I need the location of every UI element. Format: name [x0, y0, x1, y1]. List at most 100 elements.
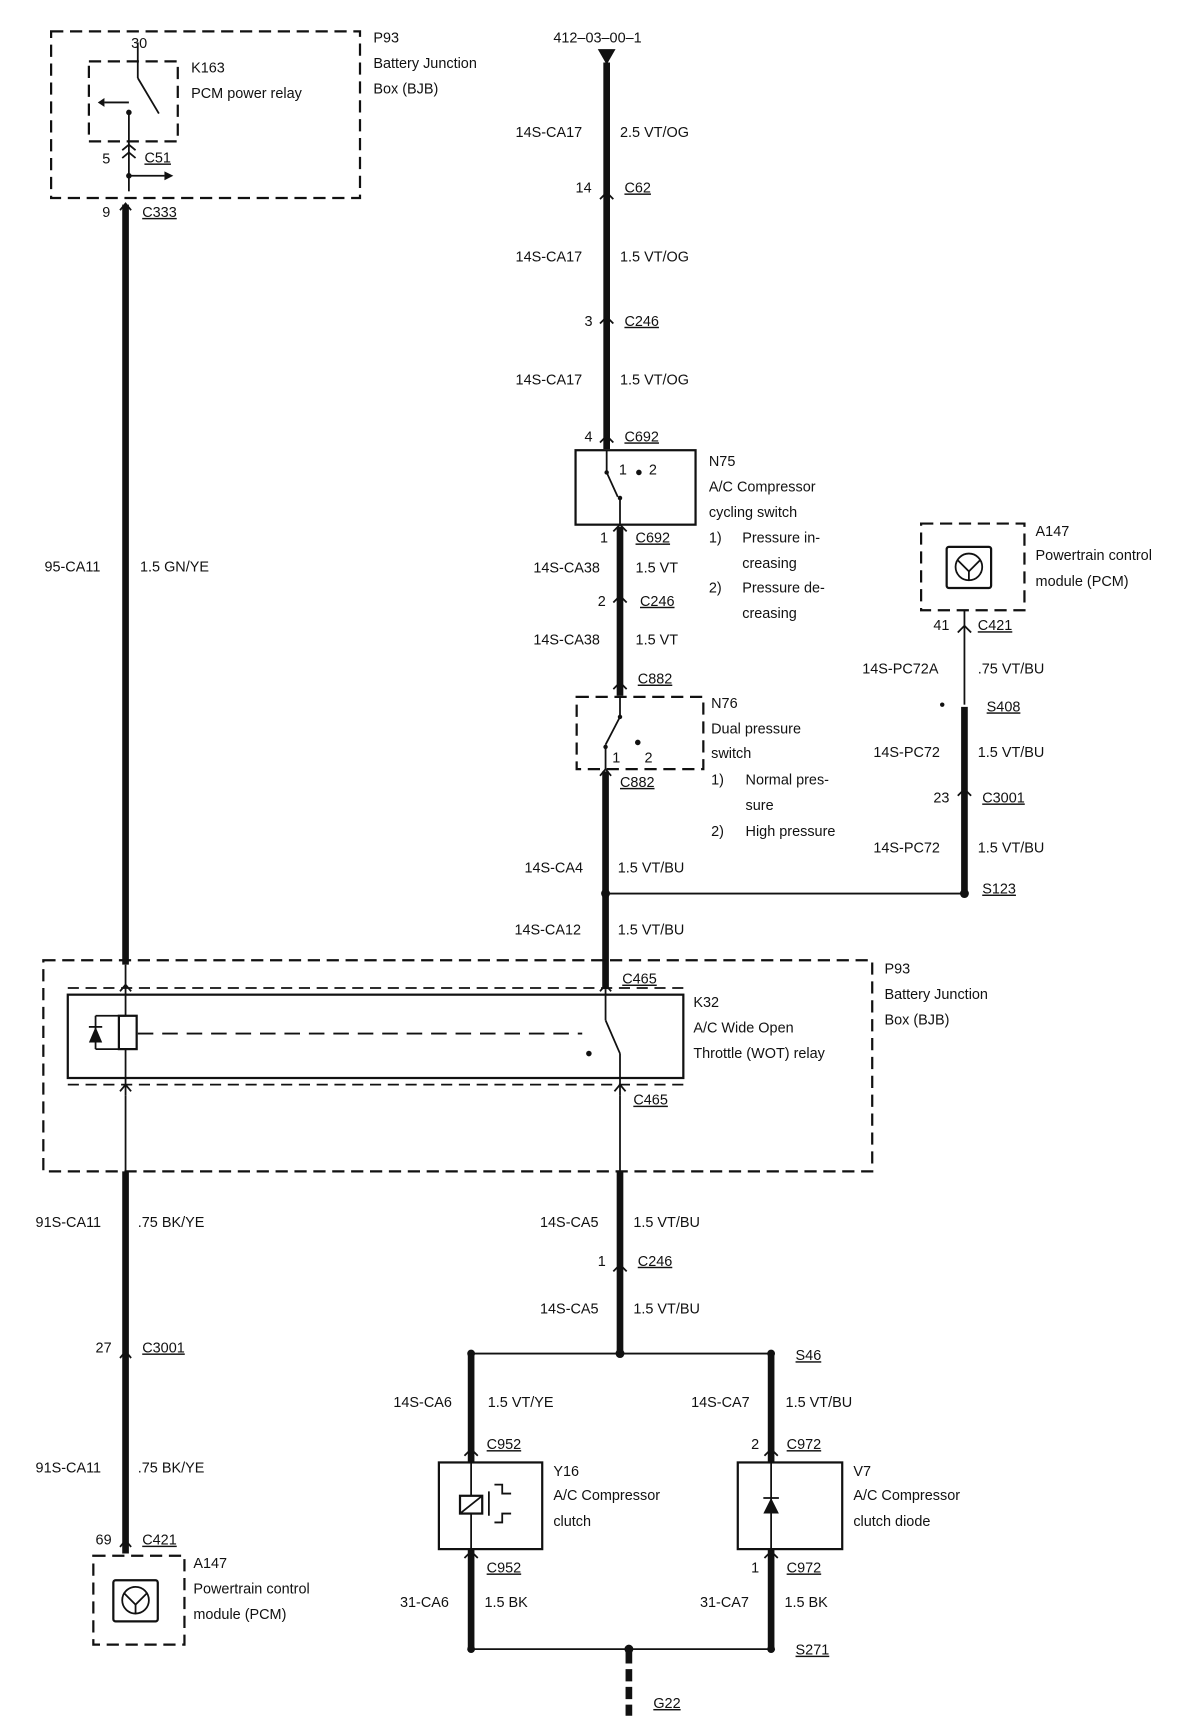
n76-c-out: C882: [620, 775, 655, 791]
n76-switch: C882 1 2 N76 Dual pressure switch 1) Nor…: [575, 672, 835, 840]
c465-bot: C465: [633, 1093, 668, 1109]
pc72a-wire-circuit: 14S-PC72: [873, 745, 940, 761]
left-wire-size: 1.5 GN/YE: [140, 559, 209, 575]
c246b-label: C246: [640, 594, 675, 610]
ca38a-size: 1.5 VT: [636, 560, 679, 576]
c3001r-pin: 23: [933, 790, 949, 806]
c246a-label: C246: [624, 314, 659, 330]
s408-label: S408: [987, 699, 1021, 715]
c62-pin: 14: [576, 180, 592, 196]
pcm-right-conn: C421: [978, 618, 1013, 634]
pc72a-size: .75 VT/BU: [978, 662, 1045, 678]
g22-label: G22: [653, 1696, 680, 1712]
c51-pin: 5: [102, 152, 110, 168]
n75-opt2-b: creasing: [742, 606, 797, 622]
bjb-top-name-2: Box (BJB): [373, 82, 438, 98]
pc72b-circuit: 14S-PC72: [873, 840, 940, 856]
pcm-right-line1: Powertrain control: [1036, 548, 1152, 564]
y16-conn-bot: C952: [487, 1560, 522, 1576]
s123-label: S123: [982, 882, 1016, 898]
n76-c-in: C882: [638, 672, 673, 688]
ca6-top-circuit: 14S-CA6: [393, 1395, 452, 1411]
n75-p2: 2: [649, 463, 657, 479]
pcm-left-line1: Powertrain control: [193, 1582, 309, 1598]
ca5a-size: 1.5 VT/BU: [633, 1215, 700, 1231]
y16-conn-top: C952: [487, 1437, 522, 1453]
v7-id: V7: [853, 1464, 871, 1480]
v7-branch: 14S-CA7 1.5 VT/BU 2 C972 V7 A/C Compress…: [691, 1353, 960, 1650]
ca7-top-circuit: 14S-CA7: [691, 1395, 750, 1411]
ca6-bot-size: 1.5 BK: [484, 1595, 528, 1611]
pcm-right: A147 Powertrain control module (PCM) 41 …: [862, 522, 1152, 898]
n75-id: N75: [709, 454, 735, 470]
s46-label: S46: [796, 1348, 822, 1364]
seg1-circuit: 14S-CA17: [516, 125, 583, 141]
c246a-pin: 3: [584, 314, 592, 330]
pcm-left-pin: 69: [96, 1533, 112, 1549]
ca4-size: 1.5 VT/BU: [618, 860, 685, 876]
bjb-top-name-1: Battery Junction: [373, 56, 477, 72]
c51-label: C51: [144, 150, 171, 166]
n76-k32-wire: C882 14S-CA4 1.5 VT/BU 14S-CA12 1.5 VT/B…: [514, 767, 965, 990]
pc72b-size: 1.5 VT/BU: [978, 840, 1045, 856]
n76-opt1-num: 1): [711, 773, 724, 789]
c246b-pin: 2: [598, 594, 606, 610]
seg2-size: 1.5 VT/OG: [620, 249, 689, 265]
bjb-top-pin-30: 30: [131, 36, 147, 52]
ca6-top-size: 1.5 VT/YE: [488, 1395, 554, 1411]
pcm-left-line2: module (PCM): [193, 1607, 286, 1623]
bjb-top: 30 K163 PCM power relay P93 Battery Junc…: [50, 30, 477, 221]
pc72a-wire-size: 1.5 VT/BU: [978, 745, 1045, 761]
ca4-circuit: 14S-CA4: [524, 860, 583, 876]
pcm-left: A147 Powertrain control module (PCM): [92, 1554, 310, 1646]
ca38a-circuit: 14S-CA38: [533, 560, 600, 576]
c333-label: C333: [142, 205, 177, 221]
k32-line2: Throttle (WOT) relay: [693, 1046, 825, 1062]
ca12-size: 1.5 VT/BU: [618, 923, 685, 939]
n76-line2: switch: [711, 746, 751, 762]
n75-c-out-pin: 1: [600, 530, 608, 546]
left-wire: 95-CA11 1.5 GN/YE: [44, 202, 209, 965]
n75-c-in-pin: 4: [584, 429, 592, 445]
n75-c-out: C692: [636, 530, 671, 546]
ca11b-size: .75 BK/YE: [138, 1460, 205, 1476]
middle-bottom-wire: 14S-CA5 1.5 VT/BU 1 C246 14S-CA5 1.5 VT/…: [467, 1095, 822, 1364]
ca12-circuit: 14S-CA12: [514, 923, 581, 939]
n76-opt2-num: 2): [711, 824, 724, 840]
c246c-pin: 1: [598, 1254, 606, 1270]
pcm-left-conn: C421: [142, 1533, 177, 1549]
bjb-bottom-id: P93: [884, 962, 910, 978]
ca11a-circuit: 91S-CA11: [36, 1215, 102, 1231]
k163-id: K163: [191, 60, 225, 76]
n75-p1: 1: [619, 463, 627, 479]
k32-id: K32: [693, 995, 719, 1011]
v7-line1: A/C Compressor: [853, 1488, 960, 1504]
ca11a-size: .75 BK/YE: [138, 1215, 205, 1231]
ca38b-circuit: 14S-CA38: [533, 633, 600, 649]
ground: S271 G22: [467, 1643, 829, 1716]
n75-line2: cycling switch: [709, 505, 797, 521]
n76-p2: 2: [644, 750, 652, 766]
seg3-circuit: 14S-CA17: [516, 373, 583, 389]
pc72a-circuit: 14S-PC72A: [862, 662, 939, 678]
ca5a-circuit: 14S-CA5: [540, 1215, 599, 1231]
n75-opt1-num: 1): [709, 530, 722, 546]
c246c-label: C246: [638, 1254, 673, 1270]
c333-pin: 9: [102, 205, 110, 221]
n75-opt2-a: Pressure de-: [742, 580, 825, 596]
s271-label: S271: [796, 1643, 830, 1659]
c62-label: C62: [624, 180, 650, 196]
ca6-bot-circuit: 31-CA6: [400, 1595, 449, 1611]
ca38b-size: 1.5 VT: [636, 633, 679, 649]
n76-p1: 1: [612, 750, 620, 766]
v7-pin-bot: 1: [751, 1560, 759, 1576]
ca11b-circuit: 91S-CA11: [36, 1460, 102, 1476]
seg1-size: 2.5 VT/OG: [620, 125, 689, 141]
v7-conn-bot: C972: [787, 1560, 822, 1576]
ca7-bot-circuit: 31-CA7: [700, 1595, 749, 1611]
bjb-bottom-name-2: Box (BJB): [884, 1013, 949, 1029]
n76-opt1-a: Normal pres-: [746, 773, 830, 789]
ca7-bot-size: 1.5 BK: [784, 1595, 828, 1611]
v7-conn-top: C972: [787, 1437, 822, 1453]
